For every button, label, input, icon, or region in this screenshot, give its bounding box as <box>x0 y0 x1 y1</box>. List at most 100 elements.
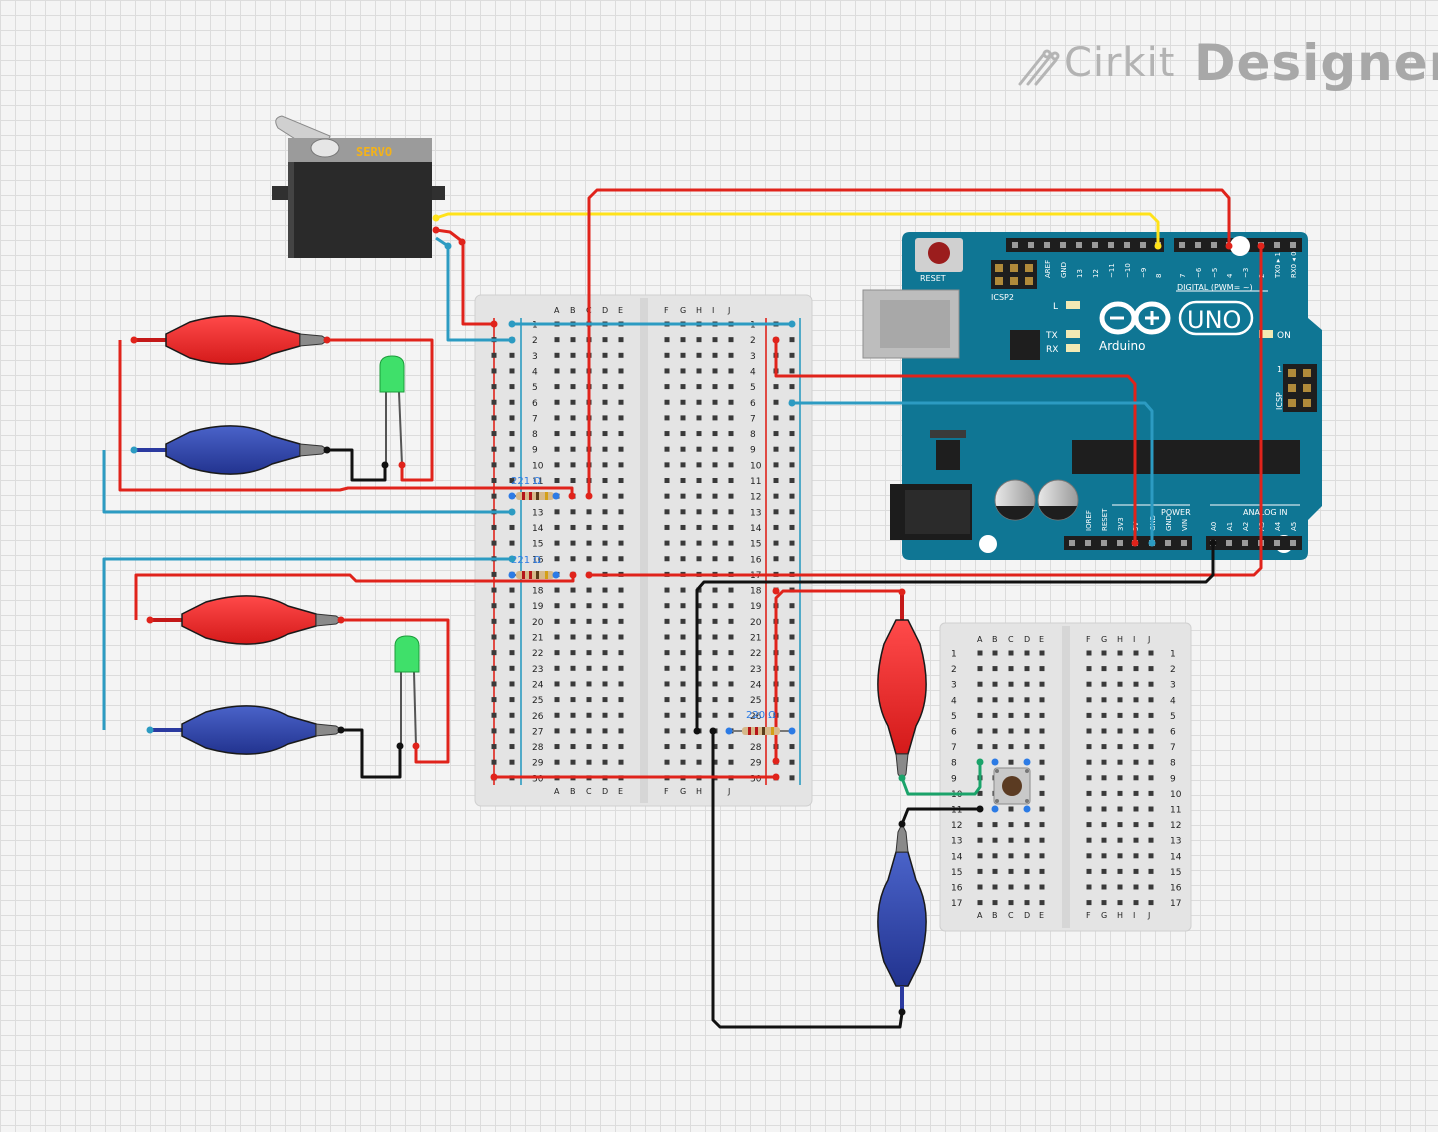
breadboard-hole <box>728 384 734 390</box>
row-number: 7 <box>750 414 756 424</box>
breadboard-hole <box>491 540 497 546</box>
header-pin <box>1179 242 1185 248</box>
breadboard-hole <box>618 634 624 640</box>
breadboard-hole <box>1148 712 1154 718</box>
breadboard-hole <box>491 399 497 405</box>
pin-label: TX0 ▸ 1 <box>1274 252 1282 279</box>
breadboard-hole <box>509 665 515 671</box>
breadboard-hole <box>1148 650 1154 656</box>
breadboard-hole <box>586 524 592 530</box>
row-number: 16 <box>532 555 544 565</box>
breadboard-hole <box>570 681 576 687</box>
breadboard-hole <box>570 712 576 718</box>
column-letter: G <box>680 306 686 315</box>
breadboard-hole <box>773 446 779 452</box>
column-letter: D <box>602 787 608 796</box>
breadboard-hole <box>1133 790 1139 796</box>
breadboard-hole <box>586 618 592 624</box>
breadboard-hole <box>491 478 497 483</box>
breadboard-hole <box>728 352 734 358</box>
pin-label: GND <box>1165 515 1173 531</box>
breadboard-hole <box>680 352 686 358</box>
breadboard-hole <box>789 368 795 374</box>
breadboard-hole <box>1101 822 1107 828</box>
breadboard-hole <box>602 759 608 765</box>
breadboard-hole <box>992 900 998 906</box>
row-number: 1 <box>1170 650 1176 660</box>
breadboard-hole <box>696 634 702 640</box>
column-letter: F <box>664 787 669 796</box>
breadboard-hole <box>509 524 515 530</box>
breadboard-hole <box>554 665 560 671</box>
header-pin <box>1226 540 1232 546</box>
breadboard-hole <box>680 712 686 718</box>
breadboard-hole <box>618 556 624 562</box>
breadboard-hole <box>554 556 560 562</box>
breadboard-hole <box>570 399 576 405</box>
breadboard-hole <box>509 759 515 765</box>
power-header <box>1064 536 1192 550</box>
servo-motor: SERVO <box>272 115 445 258</box>
breadboard-hole <box>712 478 718 483</box>
breadboard-hole <box>586 759 592 765</box>
column-letter: A <box>554 306 560 315</box>
clip-red-1 <box>134 315 329 365</box>
breadboard-hole <box>1039 775 1045 781</box>
breadboard-hole <box>789 384 795 390</box>
breadboard-hole <box>696 524 702 530</box>
breadboard-hole <box>992 837 998 843</box>
breadboard-hole <box>618 759 624 765</box>
breadboard-hole <box>728 524 734 530</box>
breadboard-hole <box>680 462 686 468</box>
breadboard-hole <box>1133 666 1139 672</box>
usb-chip <box>1010 330 1040 360</box>
breadboard-hole <box>664 540 670 546</box>
breadboard-hole <box>1117 900 1123 906</box>
breadboard-hole <box>1086 853 1092 859</box>
breadboard-hole <box>1024 728 1030 734</box>
breadboard-hole <box>680 399 686 405</box>
breadboard-hole <box>789 556 795 562</box>
pin-label: ~9 <box>1140 268 1148 278</box>
row-number: 11 <box>532 477 543 487</box>
wire-button-5v <box>774 589 900 761</box>
clip-blue-1 <box>134 425 329 475</box>
breadboard-hole <box>491 759 497 765</box>
breadboard-hole <box>1101 681 1107 687</box>
row-number: 26 <box>750 712 762 722</box>
row-number: 6 <box>1170 728 1176 738</box>
breadboard-hole <box>1133 837 1139 843</box>
header-pin <box>1101 540 1107 546</box>
breadboard-hole <box>680 478 686 483</box>
row-number: 30 <box>750 774 762 784</box>
breadboard-hole <box>712 462 718 468</box>
breadboard-hole <box>1133 884 1139 890</box>
led-green-2 <box>394 635 420 747</box>
breadboard-hole <box>602 462 608 468</box>
row-number: 5 <box>532 383 538 393</box>
breadboard-hole <box>728 399 734 405</box>
push-button[interactable] <box>993 767 1031 805</box>
breadboard-hole <box>664 493 670 499</box>
breadboard-hole <box>509 352 515 358</box>
row-number: 6 <box>750 399 756 409</box>
clip-red-2 <box>150 595 343 645</box>
capacitor-1 <box>994 479 1036 521</box>
breadboard-hole <box>712 650 718 656</box>
row-number: 6 <box>951 728 957 738</box>
row-number: 23 <box>750 665 761 675</box>
breadboard-hole <box>1133 712 1139 718</box>
column-letter: A <box>977 635 983 644</box>
breadboard-hole <box>1148 744 1154 750</box>
breadboard-hole <box>728 431 734 437</box>
breadboard-hole <box>586 556 592 562</box>
breadboard-hole <box>680 368 686 374</box>
breadboard-hole <box>1039 837 1045 843</box>
breadboard-hole <box>712 556 718 562</box>
breadboard-hole <box>618 384 624 390</box>
row-number: 22 <box>750 649 761 659</box>
column-letter: A <box>554 787 560 796</box>
breadboard-hole <box>570 650 576 656</box>
breadboard-hole <box>696 384 702 390</box>
mount-hole <box>1230 236 1250 256</box>
